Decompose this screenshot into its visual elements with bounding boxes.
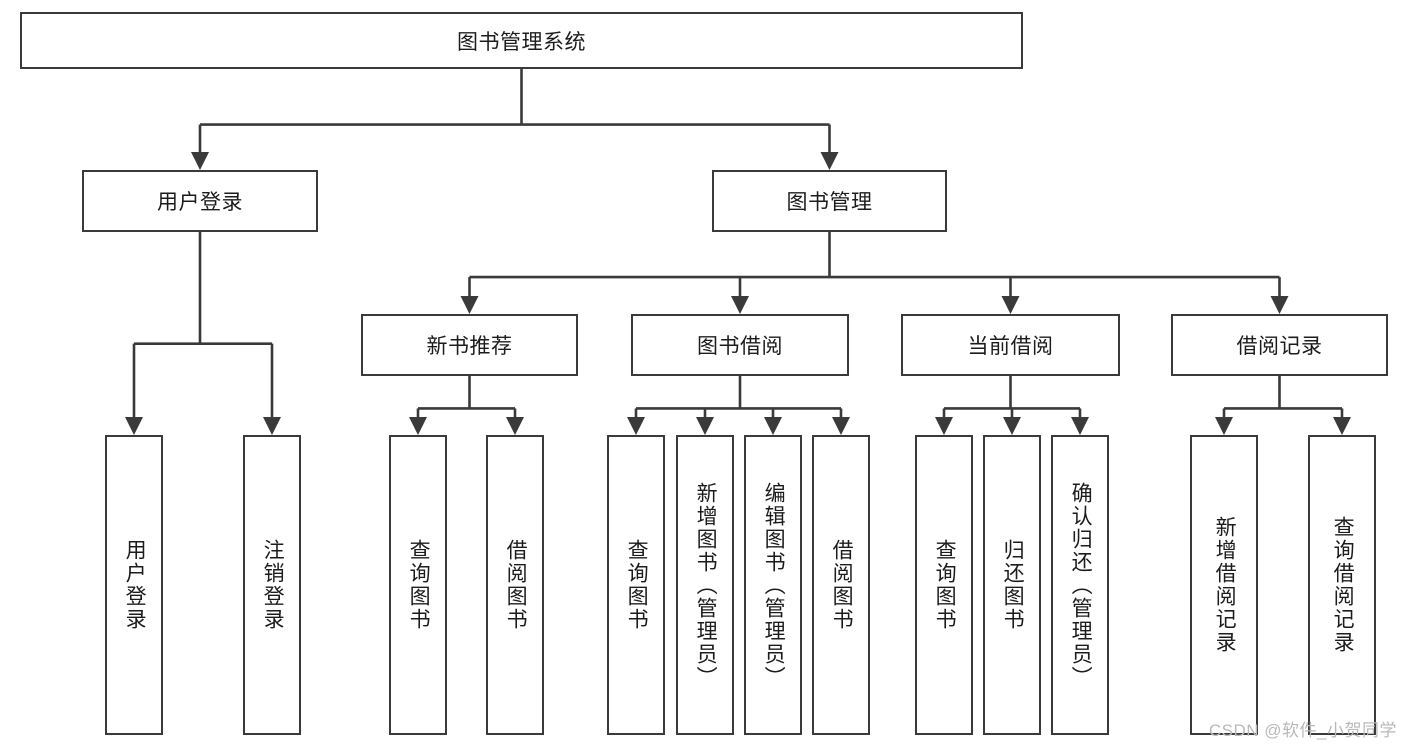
node-label: 新书推荐 (426, 335, 513, 358)
node-label: 图书管理 (786, 191, 873, 214)
node-leaf-rec-borrow: 借阅图书 (486, 435, 544, 735)
node-label: 查询图书 (407, 539, 431, 631)
node-leaf-borrow-edit: 编辑图书（管理员） (744, 435, 802, 735)
node-label: 用户登录 (157, 191, 243, 214)
node-leaf-cur-confirm: 确认归还（管理员） (1051, 435, 1109, 735)
node-label: 借阅图书 (830, 539, 854, 631)
node-label: 借阅记录 (1236, 335, 1323, 358)
node-book-manage: 图书管理 (712, 170, 947, 232)
node-label: 归还图书 (1001, 539, 1025, 631)
node-leaf-rec-add: 新增借阅记录 (1190, 435, 1258, 735)
node-label: 新增借阅记录 (1213, 516, 1237, 654)
node-label: 图书管理系统 (457, 30, 586, 54)
watermark-label: CSDN @软件_小贺同学 (1208, 721, 1397, 740)
node-label: 查询借阅记录 (1331, 516, 1355, 654)
node-leaf-cur-return: 归还图书 (983, 435, 1041, 735)
node-label: 注销登录 (261, 539, 285, 631)
node-leaf-user-login: 用户登录 (105, 435, 163, 735)
node-leaf-borrow-add: 新增图书（管理员） (676, 435, 734, 735)
node-user-login: 用户登录 (82, 170, 318, 232)
node-book-borrow: 图书借阅 (631, 314, 849, 376)
node-label: 编辑图书（管理员） (762, 481, 786, 689)
node-label: 查询图书 (933, 539, 957, 631)
node-leaf-cur-query: 查询图书 (915, 435, 973, 735)
node-label: 用户登录 (123, 539, 147, 631)
node-borrow-record: 借阅记录 (1171, 314, 1388, 376)
node-leaf-rec-search: 查询借阅记录 (1308, 435, 1376, 735)
node-label: 确认归还（管理员） (1069, 481, 1093, 689)
node-current-borrow: 当前借阅 (901, 314, 1120, 376)
node-label: 查询图书 (625, 539, 649, 631)
node-leaf-borrow-lend: 借阅图书 (812, 435, 870, 735)
node-root: 图书管理系统 (20, 12, 1023, 69)
node-leaf-rec-query: 查询图书 (389, 435, 447, 735)
node-label: 新增图书（管理员） (694, 481, 718, 689)
node-label: 借阅图书 (504, 539, 528, 631)
node-label: 当前借阅 (967, 335, 1054, 358)
node-leaf-borrow-query: 查询图书 (607, 435, 665, 735)
node-leaf-logout: 注销登录 (243, 435, 301, 735)
node-new-book-rec: 新书推荐 (361, 314, 578, 376)
node-label: 图书借阅 (697, 335, 783, 358)
